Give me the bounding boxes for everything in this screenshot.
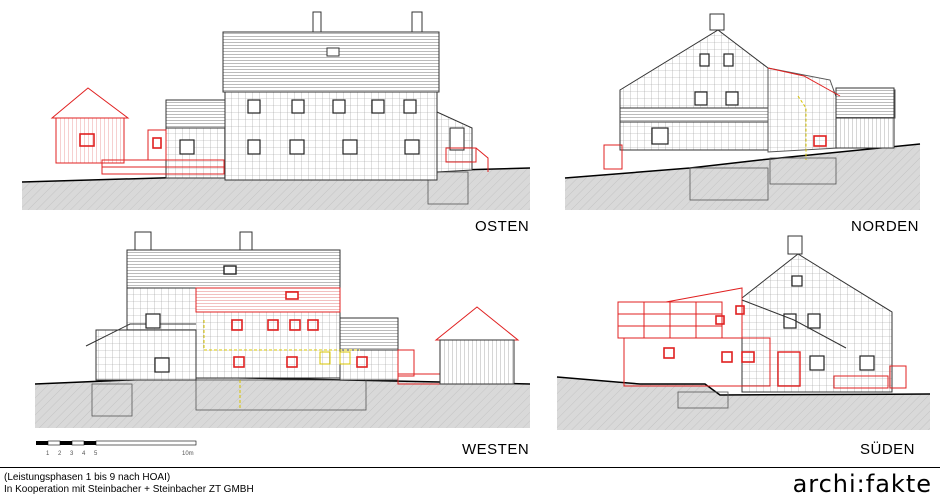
footer-rule [0,467,940,468]
label-north: NORDEN [851,218,919,235]
scale-tick-3: 3 [70,451,74,457]
footer-phases: (Leistungsphasen 1 bis 9 nach HOAI) [4,472,171,483]
scale-tick-1: 1 [46,451,50,457]
scale-tick-2: 2 [58,451,62,457]
scale-end-label: 10m [182,451,194,457]
west-shed [434,306,520,385]
label-west: WESTEN [462,441,529,458]
elevation-north [564,13,921,210]
scale-tick-5: 5 [94,451,98,457]
scale-bar: 1 2 3 4 5 10m [36,440,197,457]
brand-logo-text: archi:fakte [792,470,932,498]
main-roof [222,31,440,93]
elevation-south [556,235,931,430]
elevation-west [34,231,531,428]
label-south: SÜDEN [860,440,915,458]
elevation-east [21,11,531,210]
label-east: OSTEN [475,218,529,235]
scale-tick-4: 4 [82,451,86,457]
footer-cooperation: In Kooperation mit Steinbacher + Steinba… [4,484,254,495]
